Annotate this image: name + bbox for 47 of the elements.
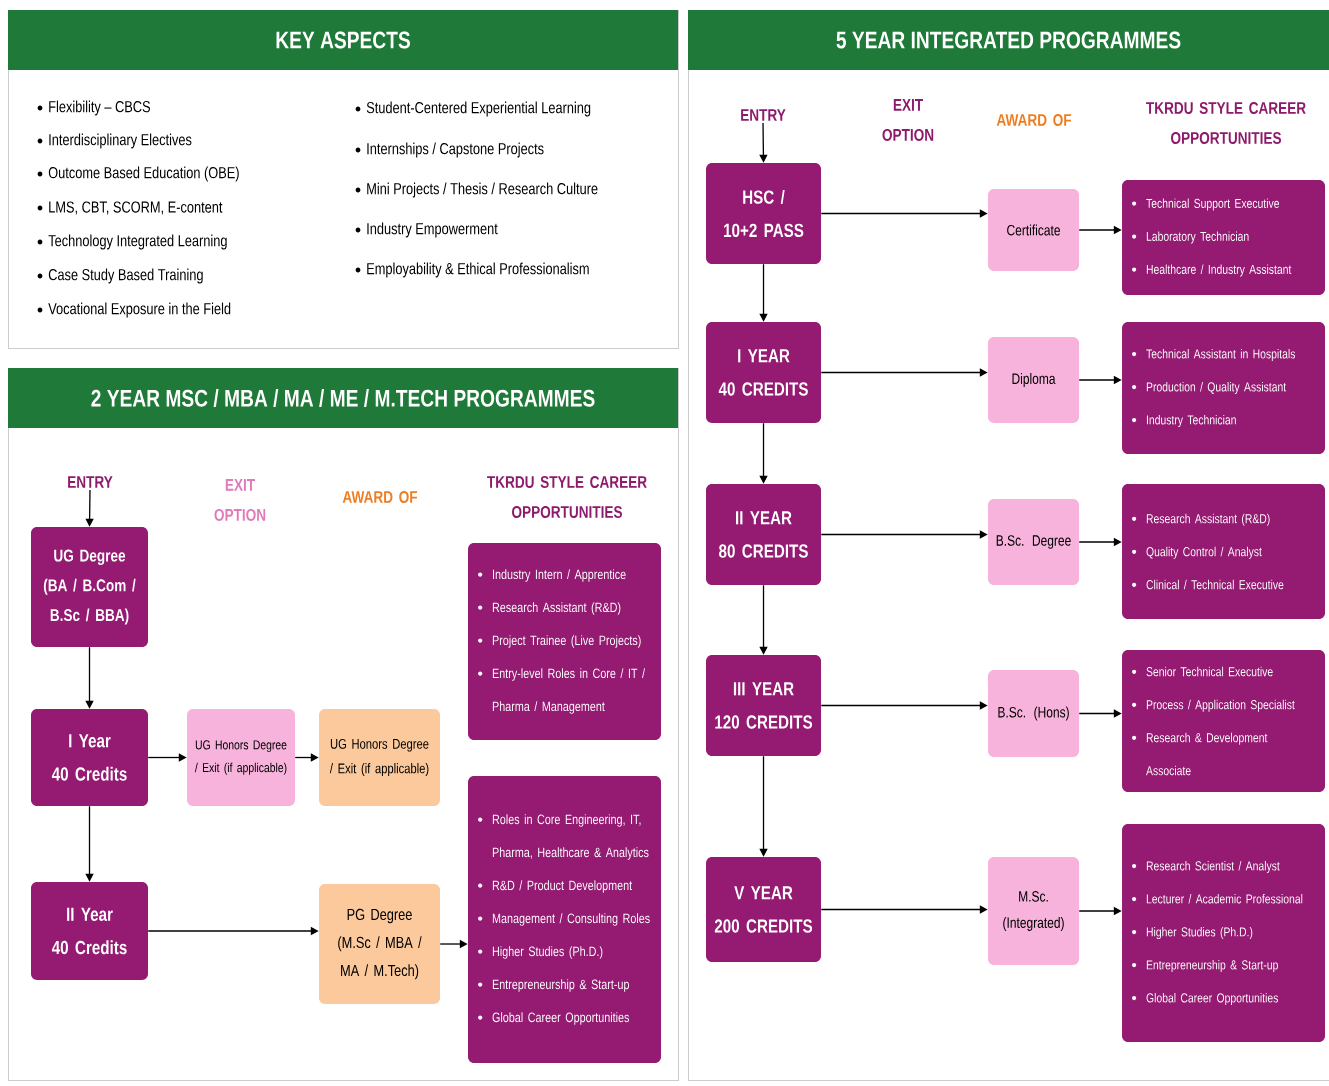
bullet-item: Mini Projects / Thesis / Research Culture	[355, 182, 598, 198]
column-heading: AWARD OF	[342, 491, 418, 504]
column-heading: EXIT OPTION	[214, 479, 266, 521]
entry-box: UG Degree (BA / B.Com / B.Sc / BBA)	[31, 527, 148, 647]
panel	[8, 10, 679, 349]
header-band: KEY ASPECTS	[8, 10, 678, 70]
exit-box: M.Sc. (Integrated)	[988, 857, 1079, 965]
column-heading: AWARD OF	[996, 114, 1072, 126]
bullet-item: LMS, CBT, SCORM, E-content	[37, 201, 223, 215]
entry-box: II YEAR 80 CREDITS	[706, 484, 821, 585]
bullet-item: Industry Empowerment	[355, 222, 498, 238]
entry-box: V YEAR 200 CREDITS	[706, 857, 821, 962]
header-band: 2 YEAR MSC / MBA / MA / ME / M.TECH PROGRAMMES	[8, 368, 678, 428]
bullet-item: Vocational Exposure in the Field	[37, 302, 231, 318]
career-box: Technical Support Executive Laboratory Technician Healthcare / Industry Assistant	[1122, 180, 1325, 295]
career-box: Research Scientist / Analyst Lecturer / Academic Professional Higher Studies (Ph.D.) Entrepreneurship & Start-up Global Career Opportunities	[1122, 824, 1325, 1042]
column-heading: TKRDU STYLE CAREER OPPORTUNITIES	[487, 476, 647, 519]
career-box: Senior Technical Executive Process / Application Specialist Research & Development Associate	[1122, 650, 1325, 792]
entry-box: III YEAR 120 CREDITS	[706, 655, 821, 756]
bullet-item: Interdisciplinary Electives	[37, 133, 192, 149]
career-box: Research Assistant (R&D) Quality Control / Analyst Clinical / Technical Executive	[1122, 484, 1325, 619]
bullet-item: Student-Centered Experiential Learning	[355, 101, 591, 117]
award-box: UG Honors Degree / Exit (if applicable)	[319, 709, 440, 806]
column-heading: EXIT OPTION	[882, 99, 934, 141]
entry-box: I YEAR 40 CREDITS	[706, 322, 821, 423]
header-band: 5 YEAR INTEGRATED PROGRAMMES	[688, 10, 1329, 70]
career-box: Technical Assistant in Hospitals Production / Quality Assistant Industry Technician	[1122, 322, 1325, 454]
exit-box: UG Honors Degree / Exit (if applicable)	[187, 709, 295, 806]
entry-box: II Year 40 Credits	[31, 882, 148, 980]
exit-box: B.Sc. Degree	[988, 499, 1079, 585]
bullet-item: Employability & Ethical Professionalism	[355, 262, 589, 278]
entry-box: I Year 40 Credits	[31, 709, 148, 806]
bullet-item: Outcome Based Education (OBE)	[37, 166, 239, 182]
award-box: PG Degree (M.Sc / MBA / MA / M.Tech)	[319, 884, 440, 1004]
bullet-item: Internships / Capstone Projects	[355, 142, 544, 158]
entry-box: HSC / 10+2 PASS	[706, 163, 821, 264]
career-box: Industry Intern / Apprentice Research Assistant (R&D) Project Trainee (Live Projects) Entry-level Roles in Core / IT / Pharma / Management	[468, 543, 661, 740]
bullet-item: Flexibility – CBCS	[37, 100, 150, 116]
bullet-item: Case Study Based Training	[37, 268, 203, 284]
column-heading: TKRDU STYLE CAREER OPPORTUNITIES	[1146, 102, 1306, 144]
column-heading: ENTRY	[741, 109, 786, 121]
exit-box: Certificate	[988, 189, 1079, 271]
exit-box: B.Sc. (Hons)	[988, 670, 1079, 757]
column-heading: ENTRY	[68, 476, 113, 488]
exit-box: Diploma	[988, 337, 1079, 423]
bullet-item: Technology Integrated Learning	[37, 234, 227, 250]
career-box: Roles in Core Engineering, IT, Pharma, Healthcare & Analytics R&D / Product Development Management / Consulting Roles Higher Studies (Ph.D.) Entrepreneurship & Start-up Global Career Opportunities	[468, 776, 661, 1063]
